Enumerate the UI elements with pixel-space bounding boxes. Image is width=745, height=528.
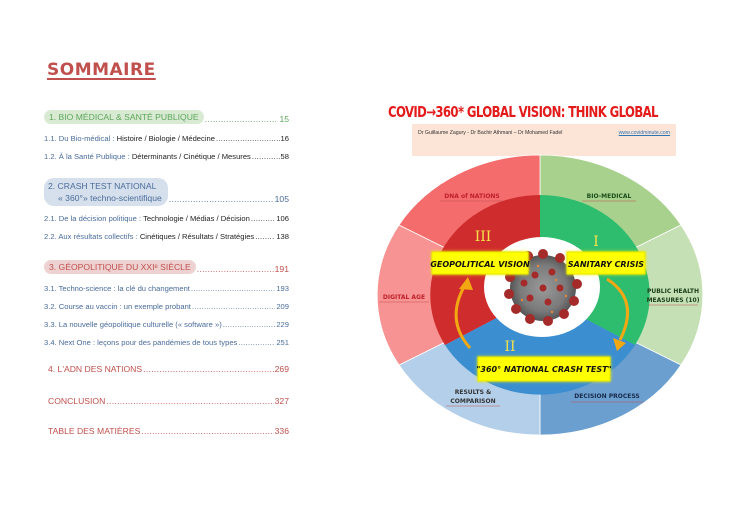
badge-geopolitical-vision: [431, 251, 529, 275]
toc-label: 3.4. Next One : leçons pour des pandémie…: [44, 338, 238, 347]
toc-page: 138: [276, 232, 289, 241]
arrow-head-left: [459, 277, 473, 290]
toc-page: 58: [280, 152, 289, 161]
label-decision-process: DECISION PROCESS: [574, 393, 639, 400]
toc-label: CONCLUSION: [48, 396, 106, 406]
authors-text: Dr Guillaume Zagury - Dr Bachir Athmani …: [418, 130, 563, 136]
toc-label: 1.2. À la Santé Publique :: [44, 152, 130, 161]
toc-label: 4. L'ADN DES NATIONS: [48, 364, 143, 374]
toc-page: 191: [274, 264, 289, 274]
website-link[interactable]: www.covidminute.com: [618, 130, 670, 136]
toc-label: 3.2. Course au vaccin : un exemple proba…: [44, 302, 191, 311]
toc-sublabel: Cinétiques / Résultats / Stratégies: [139, 232, 255, 241]
label-results-1: RESULTS &: [455, 389, 491, 396]
badge-sanitary-crisis: [566, 251, 646, 275]
toc-label: 1. BIO MÉDICAL & SANTÉ PUBLIQUE: [44, 110, 204, 124]
toc-page: 229: [276, 320, 289, 329]
label-public-health-1: PUBLIC HEALTH: [647, 288, 699, 295]
toc-entry-3-2[interactable]: 3.2. Course au vaccin : un exemple proba…: [44, 302, 289, 311]
label-dna-nations: DNA of NATIONS: [444, 193, 500, 200]
toc-label: 2. CRASH TEST NATIONAL: [48, 181, 157, 191]
toc-label: 1.1. Du Bio-médical :: [44, 134, 115, 143]
toc-entry-3-3[interactable]: 3.3. La nouvelle géopolitique culturelle…: [44, 320, 289, 329]
arrow-head-right: [613, 338, 626, 351]
label-public-health-2: MEASURES (10): [647, 297, 700, 304]
toc-page: 16: [280, 134, 289, 143]
toc-label: 3. GÉOPOLITIQUE DU XXIᵉ SIÈCLE: [44, 260, 196, 274]
toc-label: 3.1. Techno-science : la clé du changeme…: [44, 284, 190, 293]
diagram-title: COVID→360* GLOBAL VISION: THINK GLOBAL: [388, 103, 659, 121]
toc-label: 2.1. De la décision politique :: [44, 214, 142, 223]
toc-entry-table[interactable]: TABLE DES MATIÈRES 336: [48, 426, 289, 436]
toc-entry-3-4[interactable]: 3.4. Next One : leçons pour des pandémie…: [44, 338, 289, 347]
toc-page: 209: [276, 302, 289, 311]
toc-entry-1-2[interactable]: 1.2. À la Santé Publique : Déterminants …: [44, 152, 289, 161]
toc-page: 106: [276, 214, 289, 223]
toc-page: 193: [276, 284, 289, 293]
toc-page: 105: [274, 194, 289, 204]
toc-label: 3.3. La nouvelle géopolitique culturelle…: [44, 320, 222, 329]
page-title: SOMMAIRE: [47, 60, 156, 80]
toc-entry-4[interactable]: 4. L'ADN DES NATIONS 269: [48, 364, 289, 374]
label-results-2: COMPARISON: [450, 398, 495, 405]
label-bio-medical: BIO-MEDICAL: [587, 193, 632, 200]
toc-sublabel: Technologie / Médias / Décision: [143, 214, 250, 223]
badge-crash-test: [477, 356, 611, 382]
toc-entry-3[interactable]: 3. GÉOPOLITIQUE DU XXIᵉ SIÈCLE 191: [44, 260, 289, 274]
toc-page: 327: [274, 396, 289, 406]
badge-crash-test-text: "360° NATIONAL CRASH TEST": [476, 365, 612, 374]
numeral-III: III: [475, 229, 492, 245]
toc-sublabel: Histoire / Biologie / Médecine: [116, 134, 215, 143]
toc-page: 269: [274, 364, 289, 374]
label-digital-age: DIGITAL AGE: [383, 294, 425, 301]
toc-sublabel: Déterminants / Cinétique / Mesures: [131, 152, 251, 161]
badge-geopolitical-text: GEOPOLITICAL VISION: [430, 260, 530, 269]
toc-page: 251: [276, 338, 289, 347]
toc-entry-2-1[interactable]: 2.1. De la décision politique : Technolo…: [44, 214, 289, 223]
numeral-II: II: [504, 339, 515, 355]
toc-entry-1[interactable]: 1. BIO MÉDICAL & SANTÉ PUBLIQUE 15: [44, 110, 289, 124]
toc-label: TABLE DES MATIÈRES: [48, 426, 141, 436]
toc-entry-2[interactable]: 2. CRASH TEST NATIONAL « 360°» techno-sc…: [44, 178, 289, 206]
toc-entry-1-1[interactable]: 1.1. Du Bio-médical : Histoire / Biologi…: [44, 134, 289, 143]
toc-page: 15: [279, 114, 289, 124]
numeral-I: I: [593, 234, 599, 250]
toc-entry-3-1[interactable]: 3.1. Techno-science : la clé du changeme…: [44, 284, 289, 293]
toc-label-line2: « 360°» techno-scientifique: [58, 193, 162, 203]
toc-page: 336: [274, 426, 289, 436]
badge-sanitary-text: SANITARY CRISIS: [568, 260, 644, 269]
authors-banner: Dr Guillaume Zagury - Dr Bachir Athmani …: [412, 124, 676, 156]
cycle-arrows: [454, 277, 629, 349]
toc-entry-conclusion[interactable]: CONCLUSION 327: [48, 396, 289, 406]
toc-entry-2-2[interactable]: 2.2. Aux résultats collectifs : Cinétiqu…: [44, 232, 289, 241]
toc-label: 2.2. Aux résultats collectifs :: [44, 232, 138, 241]
